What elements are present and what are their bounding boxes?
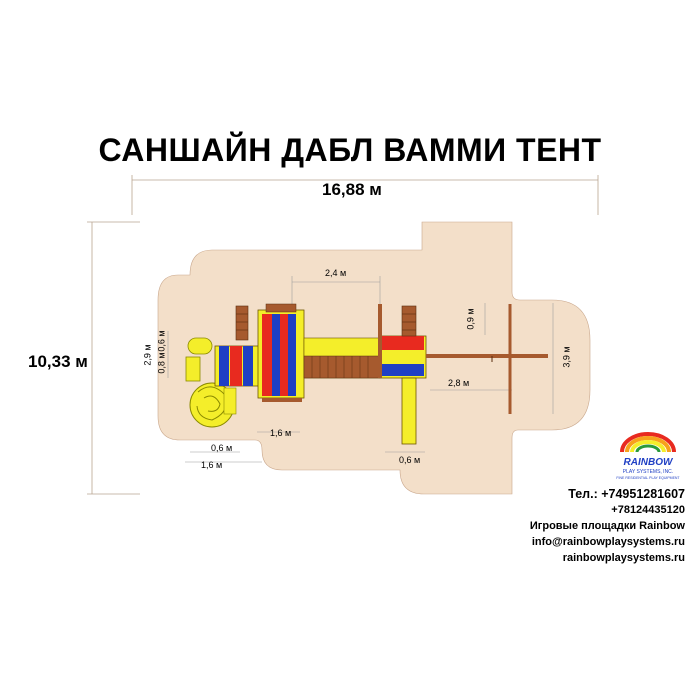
email-link[interactable]: info@rainbowplaysystems.ru — [531, 536, 685, 548]
total-width-label: 16,88 м — [322, 180, 382, 199]
left-dim-2-label: 0,8 м — [156, 352, 167, 374]
left-dim-1-label: 0,6 м — [156, 330, 167, 352]
phone-secondary[interactable]: +78124435120 — [611, 504, 685, 516]
right-tower — [378, 304, 427, 379]
spiral-slide — [185, 356, 237, 428]
straight-slide — [401, 377, 417, 445]
page-title: САНШАЙН ДАБЛ ВАММИ ТЕНТ — [98, 132, 602, 168]
bridge — [303, 337, 381, 379]
outer-dimension-lines — [87, 175, 599, 495]
slide-width-label: 0,6 м — [211, 443, 233, 453]
main-tower — [257, 303, 305, 402]
logo-name: RAINBOW — [624, 457, 674, 468]
website-link[interactable]: rainbowplaysystems.ru — [562, 552, 685, 564]
swing-height-label: 3,9 м — [561, 346, 572, 368]
slide-zone-label: 1,6 м — [201, 460, 223, 470]
tower-offset-label: 0,9 м — [465, 308, 476, 330]
company-name: Игровые площадки Rainbow — [529, 520, 685, 532]
tower-bottom-label: 1,6 м — [270, 428, 292, 438]
straight-slide-label: 0,6 м — [399, 455, 421, 465]
contacts-block: Тел.: +74951281607 +78124435120 Игровые … — [530, 486, 685, 566]
swing-beam — [426, 304, 548, 414]
tent-width-label: 2,4 м — [325, 268, 347, 278]
logo-subtitle: PLAY SYSTEMS, INC. — [623, 469, 673, 475]
left-tower — [214, 305, 260, 387]
phone-primary[interactable]: Тел.: +74951281607 — [568, 487, 685, 501]
beam-length-label: 2,8 м — [448, 378, 470, 388]
tube-slide — [187, 337, 213, 355]
rainbow-logo: RAINBOW PLAY SYSTEMS, INC. FINE RESIDENT… — [616, 432, 680, 480]
left-dim-3-label: 2,9 м — [142, 344, 153, 366]
logo-tagline: FINE RESIDENTIAL PLAY EQUIPMENT — [616, 476, 680, 480]
total-height-label: 10,33 м — [28, 352, 88, 371]
